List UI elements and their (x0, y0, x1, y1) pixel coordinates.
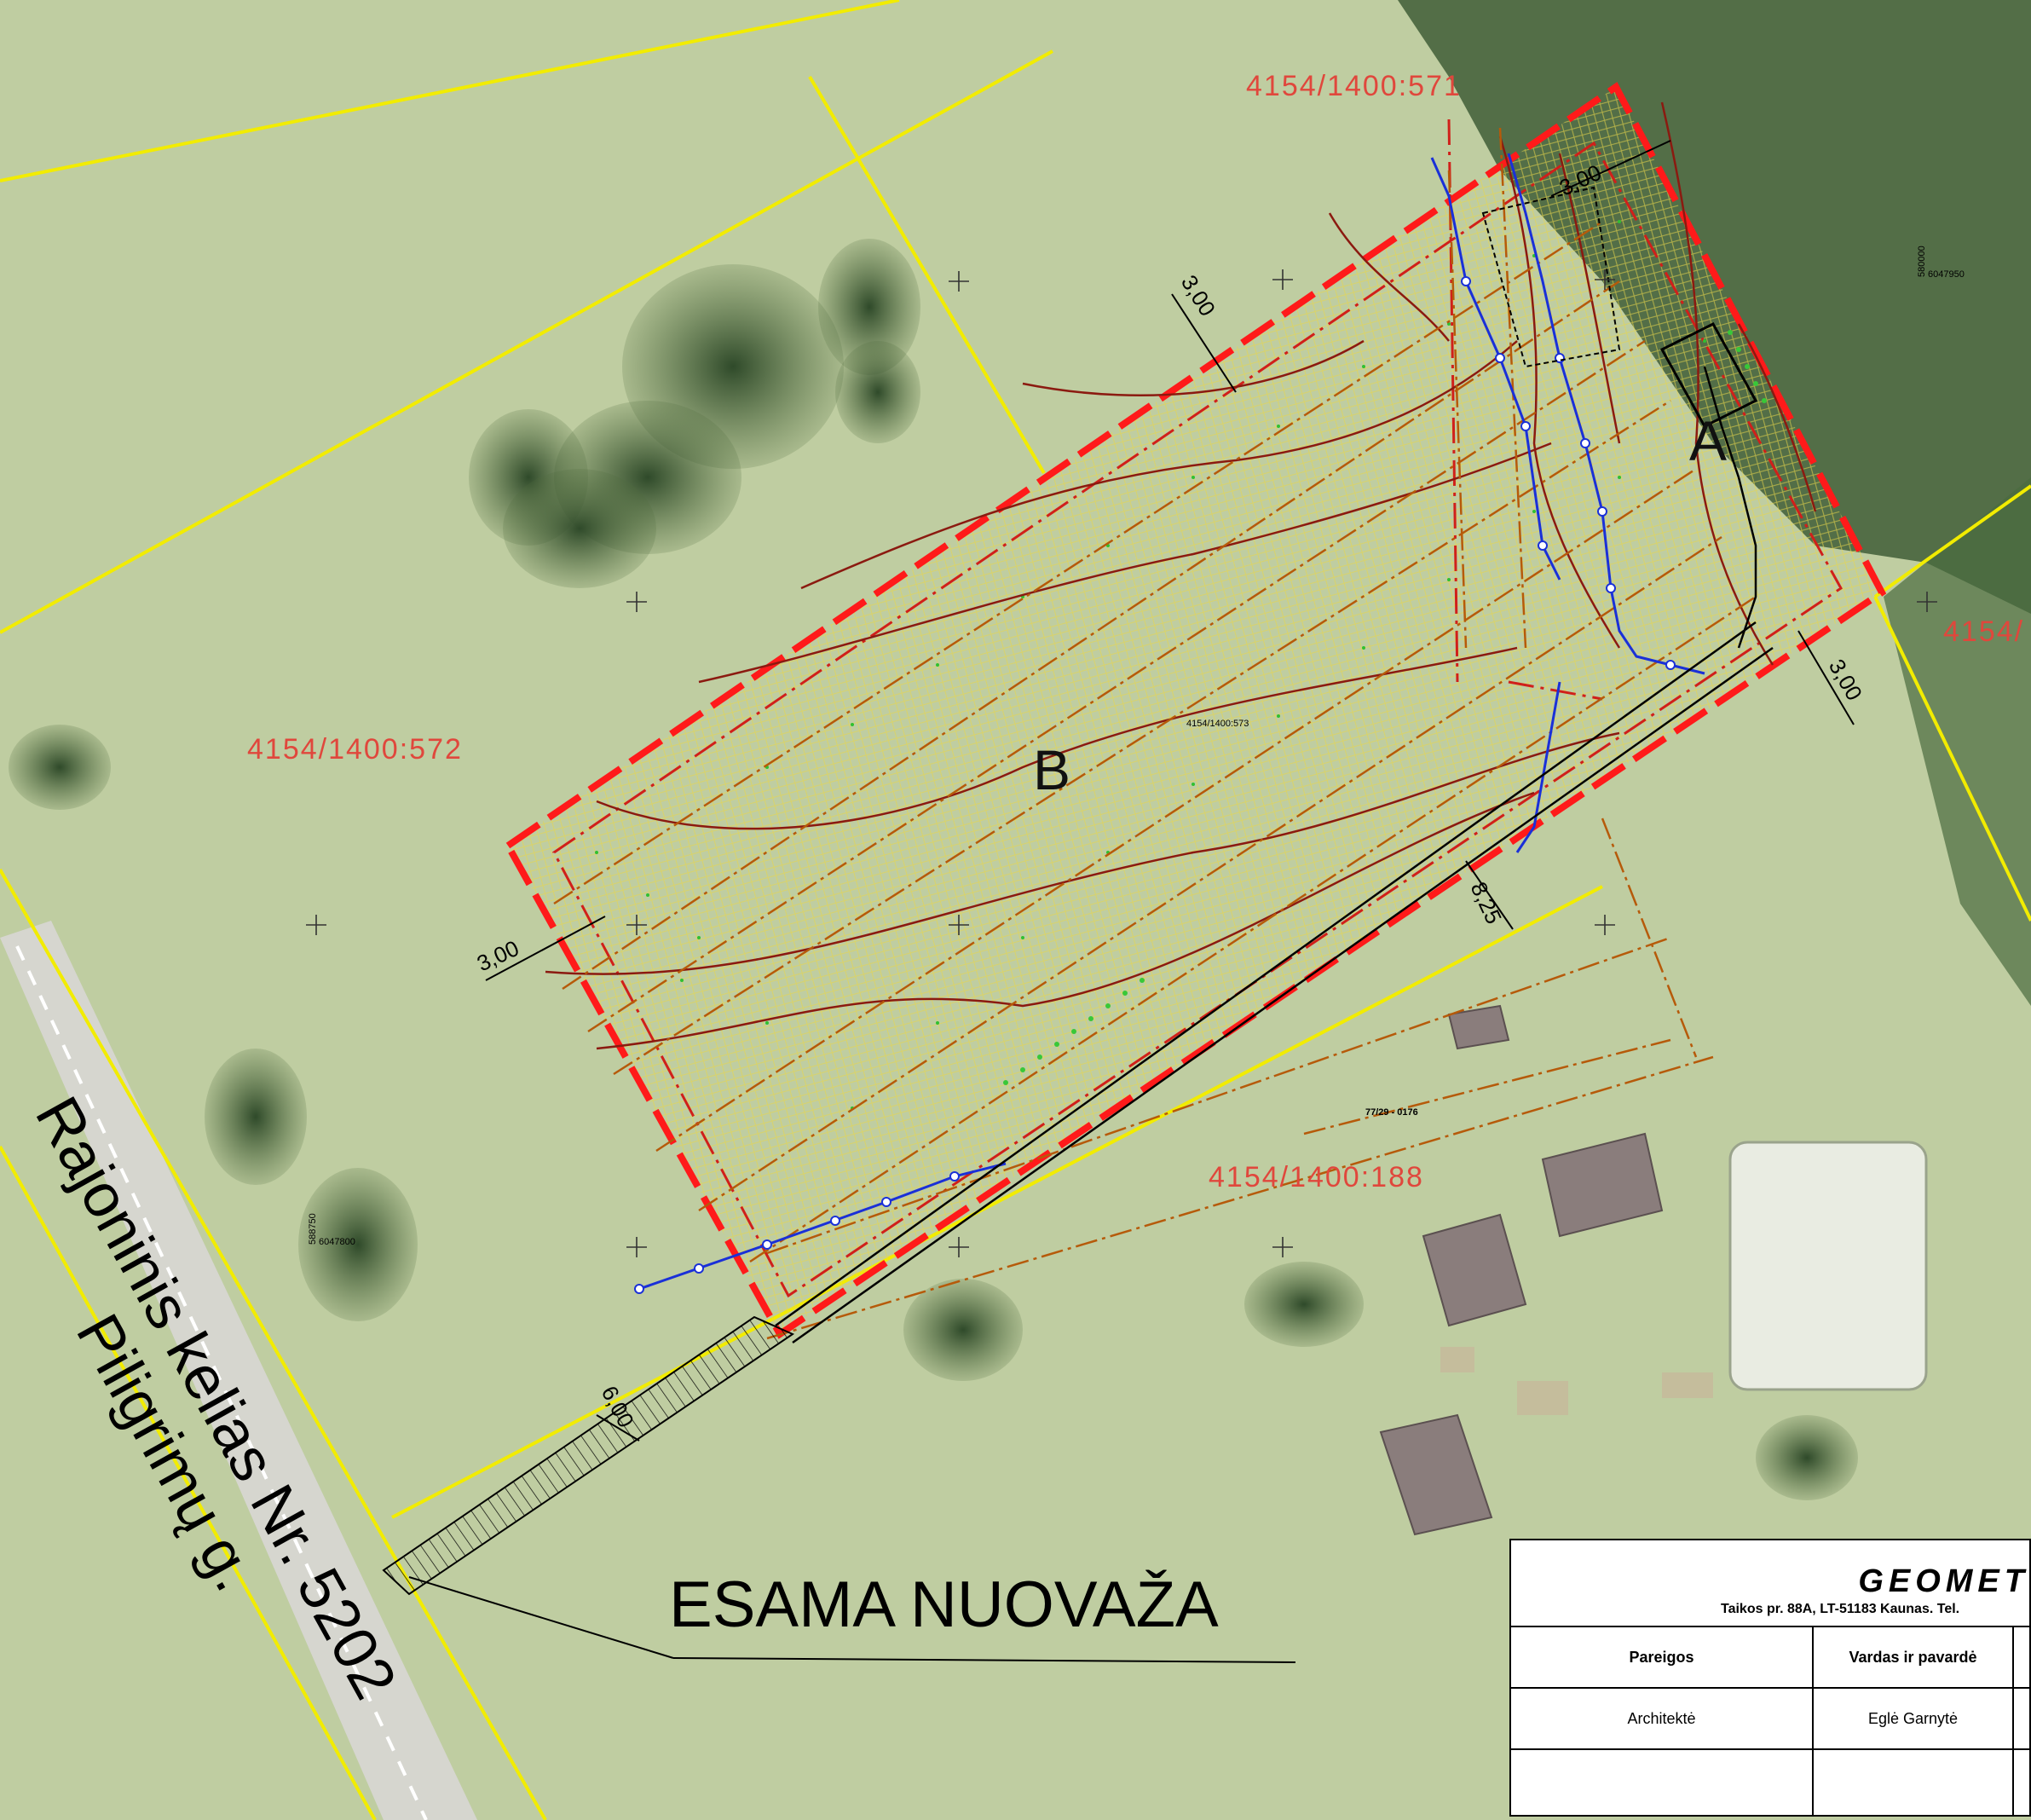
name-column-header: Vardas ir pavardė (1814, 1627, 2014, 1687)
existing-access-callout: ESAMA NUOVAŽA (669, 1569, 1219, 1641)
parcel-label-573: 4154/1400:573 (1186, 719, 1249, 729)
utility-lines (553, 127, 1757, 1340)
title-block-row-1: Architektė Eglė Garnytė (1511, 1687, 2029, 1748)
company-logo: GEOMET (1858, 1563, 2029, 1599)
title-block-header-row: Pareigos Vardas ir pavardė (1511, 1626, 2029, 1687)
coord-x-top: 6047950 (1928, 269, 1965, 280)
dimension-lines (485, 140, 1855, 1442)
contour-lines (545, 101, 1817, 1050)
coord-y-top: 580000 (1917, 246, 1927, 277)
parcel-label-188: 4154/1400:188 (1209, 1161, 1424, 1193)
existing-access (382, 1315, 1296, 1663)
title-block-row-2 (1511, 1748, 2029, 1817)
coord-x-bottom: 6047800 (319, 1237, 355, 1247)
position-column-header: Pareigos (1511, 1627, 1814, 1687)
road-parcel-label: 77/29 - 0176 (1365, 1107, 1418, 1118)
zone-label-b: B (1033, 738, 1070, 801)
row1-position: Architektė (1511, 1689, 1814, 1748)
row2-name (1814, 1750, 2014, 1817)
water-pipe (634, 153, 1705, 1294)
coord-y-bottom: 588750 (308, 1213, 318, 1245)
building-outline (1481, 186, 1758, 428)
parcel-label-572: 4154/1400:572 (247, 733, 463, 766)
title-block: GEOMET Taikos pr. 88A, LT-51183 Kaunas. … (1509, 1539, 2031, 1817)
zone-label-a: A (1689, 409, 1727, 472)
company-address: Taikos pr. 88A, LT-51183 Kaunas. Tel. (1721, 1602, 1960, 1616)
road-edge-lines (775, 366, 1774, 1344)
row1-name: Eglė Garnytė (1814, 1689, 2014, 1748)
grid-crosses (306, 269, 1937, 1257)
parcel-label-right: 4154/ (1943, 615, 2024, 648)
parcel-label-571: 4154/1400:571 (1246, 70, 1462, 102)
row2-position (1511, 1750, 1814, 1817)
